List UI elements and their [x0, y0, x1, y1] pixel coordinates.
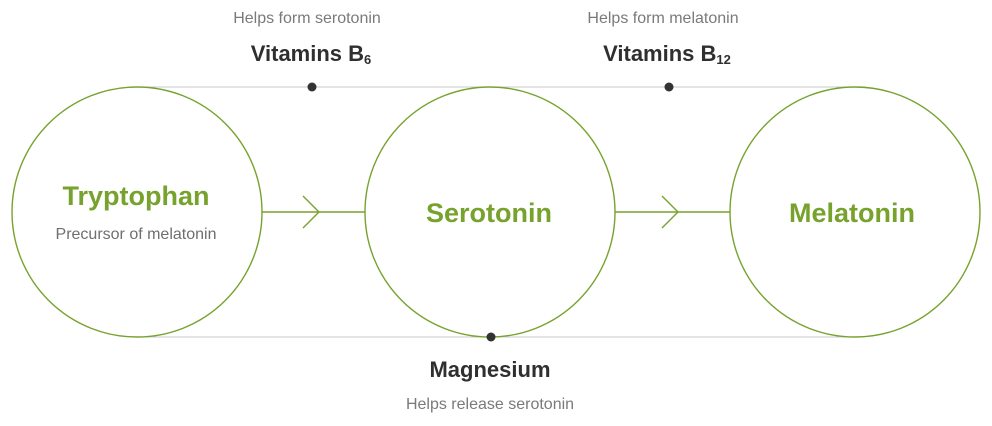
b6-subscript: 6 — [364, 52, 372, 67]
tryptophan-title: Tryptophan — [62, 181, 210, 211]
b6-name: Vitamins B — [250, 41, 365, 66]
arrow-serotonin-to-melatonin — [615, 195, 730, 229]
magnesium-title: Magnesium — [429, 357, 551, 382]
magnesium-dot — [486, 332, 496, 342]
b12-subscript: 12 — [716, 52, 731, 67]
arrow-tryptophan-to-serotonin — [262, 195, 365, 229]
magnesium-note: Helps release serotonin — [405, 396, 575, 413]
serotonin-title: Serotonin — [426, 198, 552, 228]
tryptophan-circle — [11, 86, 263, 338]
b12-dot — [664, 82, 674, 92]
b6-title: Vitamins B6 — [250, 41, 372, 67]
tryptophan-subtitle: Precursor of melatonin — [55, 226, 217, 243]
b6-note: Helps form serotonin — [233, 10, 381, 27]
b6-dot — [307, 82, 317, 92]
b12-name: Vitamins B — [603, 41, 717, 66]
melatonin-title: Melatonin — [789, 198, 915, 228]
b12-note: Helps form melatonin — [587, 10, 739, 27]
b12-title: Vitamins B12 — [603, 41, 731, 67]
